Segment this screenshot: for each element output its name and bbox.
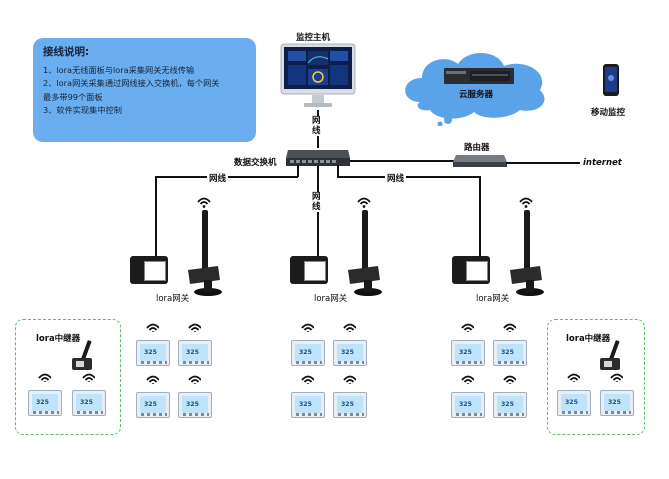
gateway-box: [130, 256, 168, 284]
wiring-notes: 接线说明: 1、lora无线面板与lora采集网关无线传输 2、lora网关采集…: [33, 38, 256, 142]
notes-line-2: 2、lora网关采集通过网线接入交换机，每个网关: [43, 78, 220, 88]
panel-reading: 325: [337, 344, 363, 361]
wifi-icon: [197, 197, 211, 208]
panel-reading: 325: [32, 394, 58, 411]
lora-gateway-2: lora网关: [280, 196, 390, 304]
panel-reading: 325: [455, 396, 481, 413]
relay-label-left: lora中继器: [36, 334, 81, 344]
monitor-host-label: 监控主机: [296, 33, 331, 43]
cloud-icon: [405, 52, 545, 126]
gateway-label-2: lora网关: [314, 294, 348, 304]
switch-label: 数据交换机: [234, 158, 277, 168]
gateway-label-3: lora网关: [476, 294, 510, 304]
antenna-icon: [510, 210, 544, 296]
cable-right-horizontal: [337, 176, 480, 178]
wifi-icon: [503, 375, 516, 384]
thermostat-panel: 325: [333, 392, 367, 418]
wifi-icon: [146, 375, 159, 384]
cable-left-drop: [297, 165, 299, 177]
panel-reading: 325: [497, 396, 523, 413]
panel-reading: 325: [604, 394, 630, 411]
thermostat-panel: 325: [451, 392, 485, 418]
thermostat-panel: 325: [291, 392, 325, 418]
wifi-icon: [519, 197, 533, 208]
panel-reading: 325: [295, 344, 321, 361]
wifi-icon: [146, 323, 159, 332]
cable-router-internet: [506, 162, 580, 164]
relay-label-right: lora中继器: [566, 334, 611, 344]
panel-reading: 325: [182, 396, 208, 413]
notes-line-3: 最多带99个面板: [43, 91, 103, 102]
cable-label-right: 网线: [385, 172, 407, 184]
thermostat-panel: 325: [178, 340, 212, 366]
panel-reading: 325: [497, 344, 523, 361]
cloud-server-label: 云服务器: [459, 90, 494, 100]
router-icon: [453, 155, 507, 167]
wifi-icon: [38, 373, 51, 382]
wifi-icon: [301, 323, 314, 332]
antenna-icon: [188, 210, 222, 296]
relay-group-right: [547, 319, 645, 435]
gateway-box: [452, 256, 490, 284]
thermostat-panel: 325: [557, 390, 591, 416]
relay-device-icon: [72, 340, 92, 370]
notes-title: 接线说明:: [43, 46, 90, 58]
thermostat-panel: 325: [72, 390, 106, 416]
gateway-label-1: lora网关: [156, 294, 190, 304]
thermostat-panel: 325: [136, 340, 170, 366]
cable-label-mid: 网 线: [312, 192, 321, 212]
wifi-icon: [461, 375, 474, 384]
thermostat-panel: 325: [493, 392, 527, 418]
notes-line-1: 1、lora无线面板与lora采集网关无线传输: [43, 64, 195, 75]
notes-line-4: 3、软件实现集中控制: [43, 105, 122, 115]
thermostat-panel: 325: [291, 340, 325, 366]
wifi-icon: [301, 375, 314, 384]
wifi-icon: [343, 375, 356, 384]
wifi-icon: [82, 373, 95, 382]
panel-reading: 325: [455, 344, 481, 361]
cable-label-top: 网 线: [312, 116, 321, 136]
monitor-icon: [280, 43, 356, 107]
internet-label: internet: [583, 158, 622, 168]
wifi-icon: [610, 373, 623, 382]
thermostat-panel: 325: [600, 390, 634, 416]
wifi-icon: [188, 375, 201, 384]
antenna-icon: [348, 210, 382, 296]
router-label: 路由器: [464, 143, 490, 153]
wifi-icon: [503, 323, 516, 332]
relay-group-left: [15, 319, 121, 435]
relay-device-icon: [600, 340, 620, 370]
panel-reading: 325: [140, 344, 166, 361]
wifi-icon: [357, 197, 371, 208]
cable-right-vertical: [479, 176, 481, 256]
mobile-phone-icon: [603, 64, 619, 96]
thermostat-panel: 325: [178, 392, 212, 418]
lora-gateway-1: lora网关: [120, 196, 230, 304]
cable-label-left: 网线: [207, 172, 229, 184]
panel-reading: 325: [295, 396, 321, 413]
panel-reading: 325: [140, 396, 166, 413]
lora-gateway-3: lora网关: [442, 196, 552, 304]
panel-reading: 325: [561, 394, 587, 411]
panel-reading: 325: [76, 394, 102, 411]
cable-switch-router: [350, 160, 454, 162]
thermostat-panel: 325: [333, 340, 367, 366]
switch-icon: [286, 150, 350, 166]
wifi-icon: [343, 323, 356, 332]
thermostat-panel: 325: [28, 390, 62, 416]
panel-reading: 325: [337, 396, 363, 413]
cable-left-vertical: [155, 176, 157, 256]
wifi-icon: [188, 323, 201, 332]
gateway-box: [290, 256, 328, 284]
mobile-monitor-label: 移动监控: [591, 108, 626, 118]
cable-right-drop: [337, 165, 339, 177]
panel-reading: 325: [182, 344, 208, 361]
wifi-icon: [461, 323, 474, 332]
thermostat-panel: 325: [493, 340, 527, 366]
thermostat-panel: 325: [451, 340, 485, 366]
wifi-icon: [567, 373, 580, 382]
thermostat-panel: 325: [136, 392, 170, 418]
